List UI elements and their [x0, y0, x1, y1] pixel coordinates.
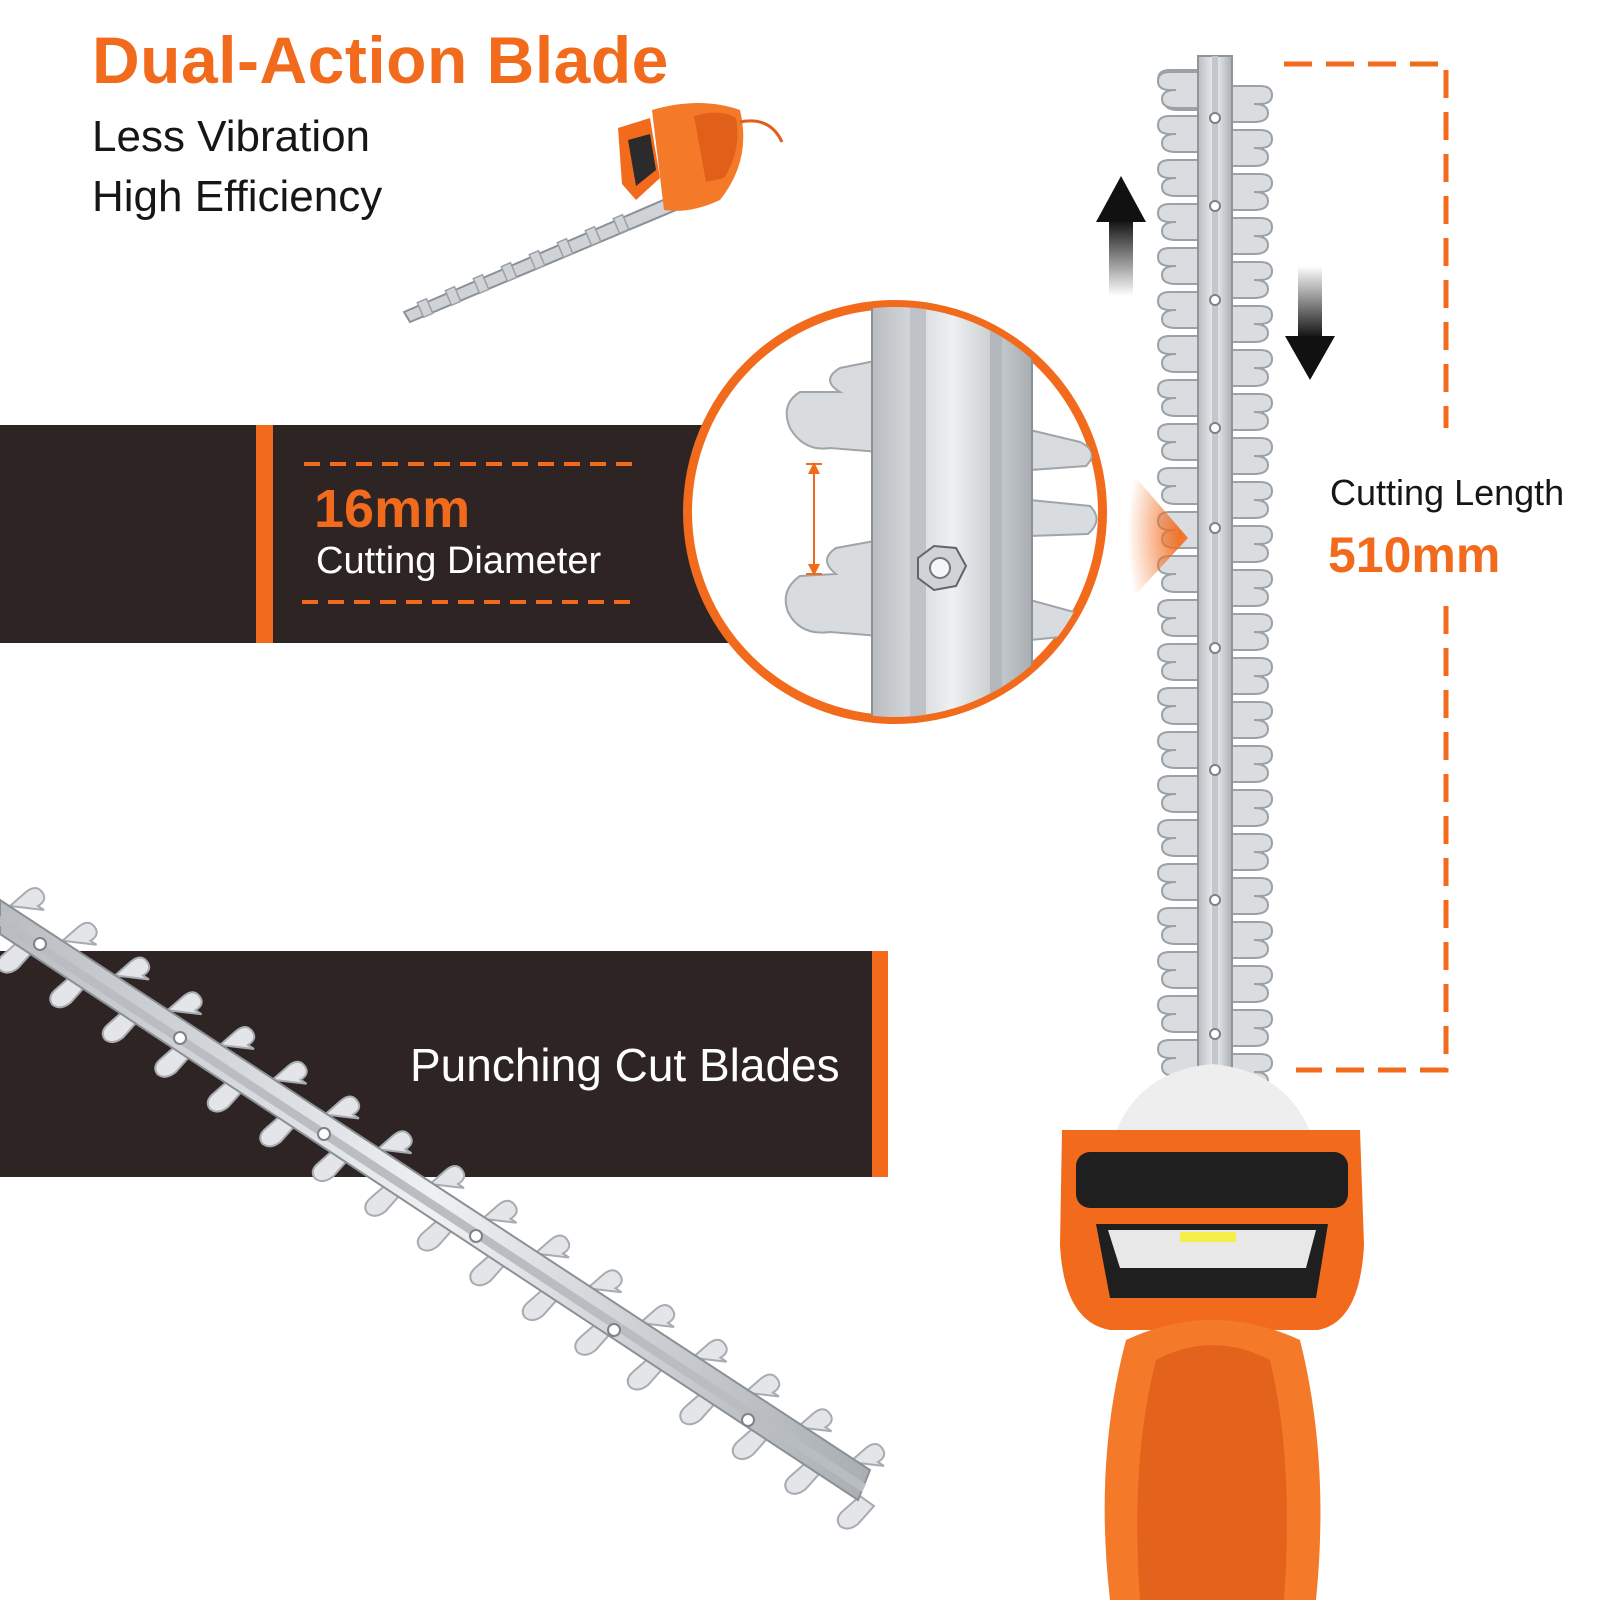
- blade-tooth: [1156, 819, 1201, 857]
- blade-tooth: [1229, 965, 1274, 1003]
- length-label: Cutting Length: [1330, 472, 1565, 513]
- arrow-up-icon: [1096, 176, 1146, 296]
- blade-tooth: [7, 887, 46, 911]
- blade-tooth: [1156, 115, 1201, 153]
- blade-tooth: [1229, 305, 1274, 343]
- blade-rivet: [1209, 1028, 1221, 1040]
- blade-tooth: [847, 1443, 886, 1467]
- diameter-value: 16mm: [314, 479, 471, 539]
- blade-tooth: [1229, 85, 1274, 123]
- blade-tooth: [1229, 437, 1274, 475]
- blade-tooth: [1229, 833, 1274, 871]
- blade-rivet: [1209, 642, 1221, 654]
- length-bracket: [1284, 61, 1449, 1073]
- blade-tooth: [1156, 291, 1201, 329]
- blade-tooth: [1229, 789, 1274, 827]
- blade-rivet: [1209, 522, 1221, 534]
- blade-tooth: [1229, 393, 1274, 431]
- diameter-band-accent: [256, 425, 273, 643]
- blade-tooth: [1229, 613, 1274, 651]
- diagonal-blade: [0, 887, 886, 1530]
- blade-tooth: [375, 1130, 413, 1155]
- blade-tooth: [270, 1060, 308, 1085]
- blade-tooth: [1156, 247, 1201, 285]
- blade-tooth: [1156, 71, 1201, 109]
- blade-rivet: [469, 1229, 483, 1243]
- blade-tooth: [1229, 1009, 1274, 1047]
- trimmer-thumbnail: [402, 103, 784, 324]
- blade-rivet: [1209, 200, 1221, 212]
- blade-tooth: [480, 1199, 518, 1224]
- blade-tooth: [1156, 643, 1201, 681]
- blade-rivet: [173, 1031, 187, 1045]
- blades-band-accent: [872, 951, 888, 1177]
- blade-tooth: [1229, 921, 1274, 959]
- blade-tooth: [322, 1095, 361, 1120]
- blade-tooth: [1156, 951, 1201, 989]
- diameter-dashes: [302, 462, 640, 604]
- blade-tooth: [1229, 657, 1274, 695]
- blade-tooth: [637, 1304, 676, 1328]
- blade-tooth: [1156, 203, 1201, 241]
- blade-tooth: [427, 1165, 466, 1189]
- blade-tooth: [1156, 159, 1201, 197]
- blade-tooth: [1156, 423, 1201, 461]
- blade-rivet: [317, 1127, 331, 1141]
- vertical-blade: [1156, 55, 1274, 1091]
- blade-rivet: [1209, 112, 1221, 124]
- blade-rivet: [33, 937, 47, 951]
- blade-rivet: [1209, 294, 1221, 306]
- blade-tooth: [1229, 569, 1274, 607]
- blade-tooth: [1156, 467, 1201, 505]
- blade-tooth: [1229, 173, 1274, 211]
- length-value: 510mm: [1328, 527, 1501, 583]
- blade-tooth: [60, 921, 98, 946]
- blade-rivet: [1209, 894, 1221, 906]
- blade-tooth: [1229, 745, 1274, 783]
- blade-tooth: [1229, 525, 1274, 563]
- blade-tooth: [1156, 863, 1201, 901]
- zoom-detail: [683, 300, 1107, 724]
- blade-tooth: [742, 1373, 781, 1398]
- blade-rivet: [1209, 422, 1221, 434]
- diameter-band: [0, 425, 760, 643]
- blade-tooth: [1229, 217, 1274, 255]
- blade-tooth: [1229, 261, 1274, 299]
- trimmer-handle: [1060, 1064, 1364, 1600]
- blade-tooth: [1156, 335, 1201, 373]
- blade-rivet: [1209, 764, 1221, 776]
- blade-tooth: [1156, 687, 1201, 725]
- blades-band: [0, 951, 872, 1177]
- blade-tooth: [1229, 349, 1274, 387]
- blade-tooth: [690, 1338, 728, 1363]
- blade-tooth: [585, 1269, 623, 1294]
- blade-tooth: [532, 1234, 571, 1259]
- diameter-label: Cutting Diameter: [316, 540, 602, 582]
- blade-tooth: [1156, 907, 1201, 945]
- blades-label: Punching Cut Blades: [410, 1039, 840, 1091]
- blade-tooth: [1229, 701, 1274, 739]
- blade-tooth: [1229, 129, 1274, 167]
- headline-title: Dual-Action Blade: [92, 23, 669, 97]
- headline-line-1: Less Vibration: [92, 112, 371, 161]
- arrow-down-icon: [1285, 266, 1335, 380]
- blade-tooth: [217, 1026, 256, 1050]
- blade-tooth: [1156, 379, 1201, 417]
- blade-tooth: [1156, 1039, 1201, 1077]
- blade-tooth: [165, 991, 203, 1016]
- blade-tooth: [795, 1408, 833, 1433]
- blade-tooth: [1156, 731, 1201, 769]
- blade-rivet: [607, 1323, 621, 1337]
- blade-tooth: [836, 1494, 876, 1530]
- blade-tooth: [112, 956, 151, 981]
- blade-tooth: [1156, 775, 1201, 813]
- zoom-pointer: [1112, 450, 1188, 620]
- headline-line-2: High Efficiency: [92, 172, 383, 221]
- blade-tooth: [1156, 995, 1201, 1033]
- blade-tooth: [1229, 481, 1274, 519]
- blade-rivet: [741, 1413, 755, 1427]
- blade-tooth: [1229, 877, 1274, 915]
- blade-tooth: [1156, 599, 1201, 637]
